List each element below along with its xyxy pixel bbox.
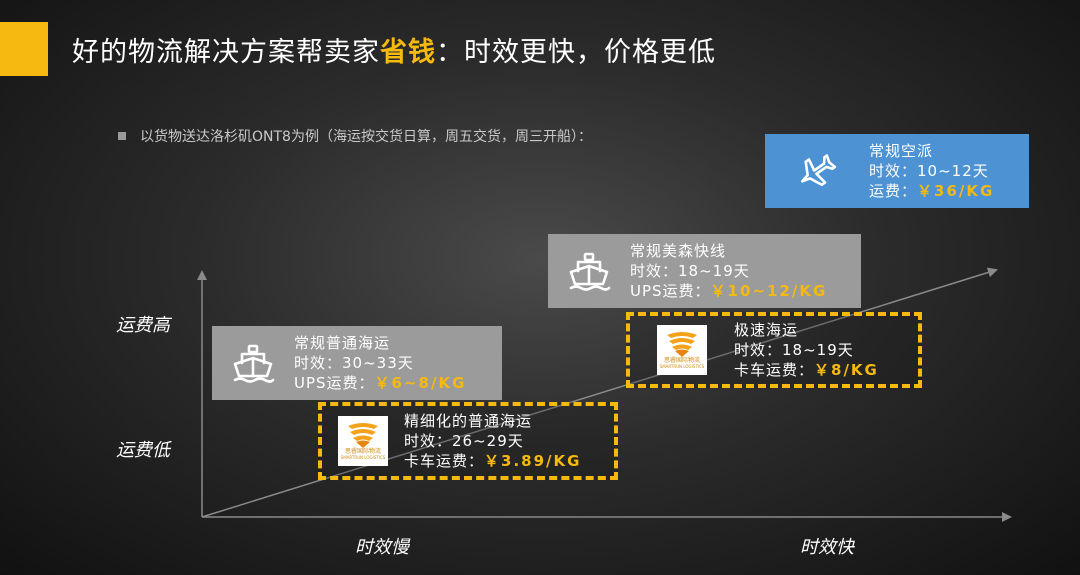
matson-name: 常规美森快线 (630, 242, 727, 260)
smartrun-logo: 思睿国际物流 SMARTRUN LOGISTICS (338, 416, 388, 466)
airplane-icon (765, 149, 869, 193)
logo-en: SMARTRUN LOGISTICS (340, 455, 386, 460)
bullet-square-icon (118, 132, 126, 140)
smartrun-logo-icon (348, 423, 378, 448)
matson-time: 时效：18~19天 (630, 262, 750, 280)
smartrun-logo: 思睿国际物流 SMARTRUN LOGISTICS (657, 325, 707, 375)
logo-en: SMARTRUN LOGISTICS (659, 364, 705, 369)
regular-sea-details: 常规普通海运 时效：30~33天 UPS运费：￥6~8/KG (294, 333, 466, 393)
refined-sea-cost: 卡车运费：￥3.89/KG (404, 452, 582, 470)
intro-bullet: 以货物送达洛杉矶ONT8为例（海运按交货日算，周五交货，周三开船）： (118, 126, 592, 146)
express-sea-details: 极速海运 时效：18~19天 卡车运费：￥8/KG (734, 320, 879, 380)
express-sea-cost: 卡车运费：￥8/KG (734, 361, 879, 379)
regular-sea-cost: UPS运费：￥6~8/KG (294, 374, 467, 392)
slide-title: 好的物流解决方案帮卖家省钱：时效更快，价格更低 (72, 37, 716, 68)
card-refined-sea: 思睿国际物流 SMARTRUN LOGISTICS 精细化的普通海运 时效：26… (318, 402, 618, 480)
company-logo: 思睿国际物流 SMARTRUN LOGISTICS (322, 416, 404, 466)
logo-cn: 思睿国际物流 (663, 357, 700, 364)
card-express-sea: 思睿国际物流 SMARTRUN LOGISTICS 极速海运 时效：18~19天… (626, 312, 922, 388)
refined-sea-name: 精细化的普通海运 (404, 412, 533, 430)
air-cost: 运费：￥36/KG (869, 182, 995, 200)
x-axis-slow-label: 时效慢 (355, 537, 409, 558)
card-matson-express: 常规美森快线 时效：18~19天 UPS运费：￥10~12/KG (548, 234, 861, 308)
regular-sea-time: 时效：30~33天 (294, 354, 414, 372)
refined-sea-time: 时效：26~29天 (404, 432, 524, 450)
express-sea-time: 时效：18~19天 (734, 341, 854, 359)
x-axis-fast-label: 时效快 (800, 537, 854, 558)
intro-text: 以货物送达洛杉矶ONT8为例（海运按交货日算，周五交货，周三开船）： (140, 129, 592, 145)
refined-sea-details: 精细化的普通海运 时效：26~29天 卡车运费：￥3.89/KG (404, 411, 581, 471)
y-axis-high-label: 运费高 (116, 315, 170, 336)
air-name: 常规空派 (869, 142, 934, 160)
trend-line (201, 267, 998, 518)
air-time: 时效：10~12天 (869, 162, 989, 180)
card-air-freight: 常规空派 时效：10~12天 运费：￥36/KG (765, 134, 1029, 208)
logo-cn: 思睿国际物流 (344, 448, 381, 455)
express-sea-name: 极速海运 (734, 321, 799, 339)
y-axis-low-label: 运费低 (116, 440, 170, 461)
title-highlight: 省钱 (380, 37, 436, 68)
regular-sea-name: 常规普通海运 (294, 334, 391, 352)
title-accent-block (0, 22, 48, 76)
ship-icon (548, 251, 630, 291)
matson-details: 常规美森快线 时效：18~19天 UPS运费：￥10~12/KG (630, 241, 827, 301)
company-logo: 思睿国际物流 SMARTRUN LOGISTICS (630, 325, 734, 375)
air-details: 常规空派 时效：10~12天 运费：￥36/KG (869, 141, 994, 201)
card-regular-sea: 常规普通海运 时效：30~33天 UPS运费：￥6~8/KG (212, 326, 502, 400)
ship-icon (212, 343, 294, 383)
smartrun-logo-icon (667, 332, 697, 357)
matson-cost: UPS运费：￥10~12/KG (630, 282, 828, 300)
